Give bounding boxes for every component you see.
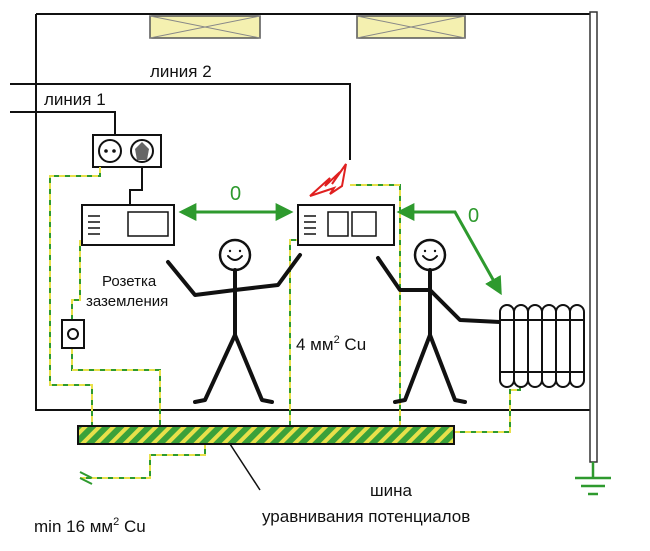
person-right: [376, 238, 502, 404]
grounding-socket-label-2: заземления: [86, 293, 168, 310]
ground-icon: [575, 462, 611, 496]
ground-rod: [589, 11, 598, 463]
bus-earth-arrow: [79, 471, 93, 485]
window-left-cross: [149, 15, 261, 39]
equipotential-bus: [77, 425, 455, 445]
wire-16mm-label: min 16 мм2 Cu: [34, 516, 146, 536]
bus-label-line-1: шина: [370, 481, 413, 500]
potential-zero-left: 0: [230, 183, 241, 205]
line-1-label: линия 1: [44, 90, 106, 109]
grounding-socket-icon: [61, 319, 85, 349]
potential-zero-right: 0: [468, 205, 479, 227]
wire-4mm-label: 4 мм2 Cu: [296, 334, 366, 354]
line-2-wire: [10, 83, 351, 160]
radiator-icon: [499, 304, 585, 388]
room-outline: [35, 13, 590, 411]
person-left: [166, 238, 302, 404]
arrow-device-to-radiator: [396, 203, 502, 296]
bus-label-leader: [229, 443, 261, 491]
line-1-wire: [10, 111, 116, 135]
bus-label-line-2: уравнивания потенциалов: [262, 507, 470, 526]
device-left: [81, 204, 175, 246]
bonding-wires: [49, 167, 580, 479]
grounding-socket-label-1: Розетка: [102, 273, 157, 290]
line-2-label: линия 2: [150, 62, 212, 81]
socket-to-device-wire: [129, 167, 143, 205]
window-right-cross: [356, 15, 466, 39]
spark-icon: [309, 163, 347, 197]
device-right: [297, 204, 395, 246]
socket-icon: [92, 134, 162, 168]
